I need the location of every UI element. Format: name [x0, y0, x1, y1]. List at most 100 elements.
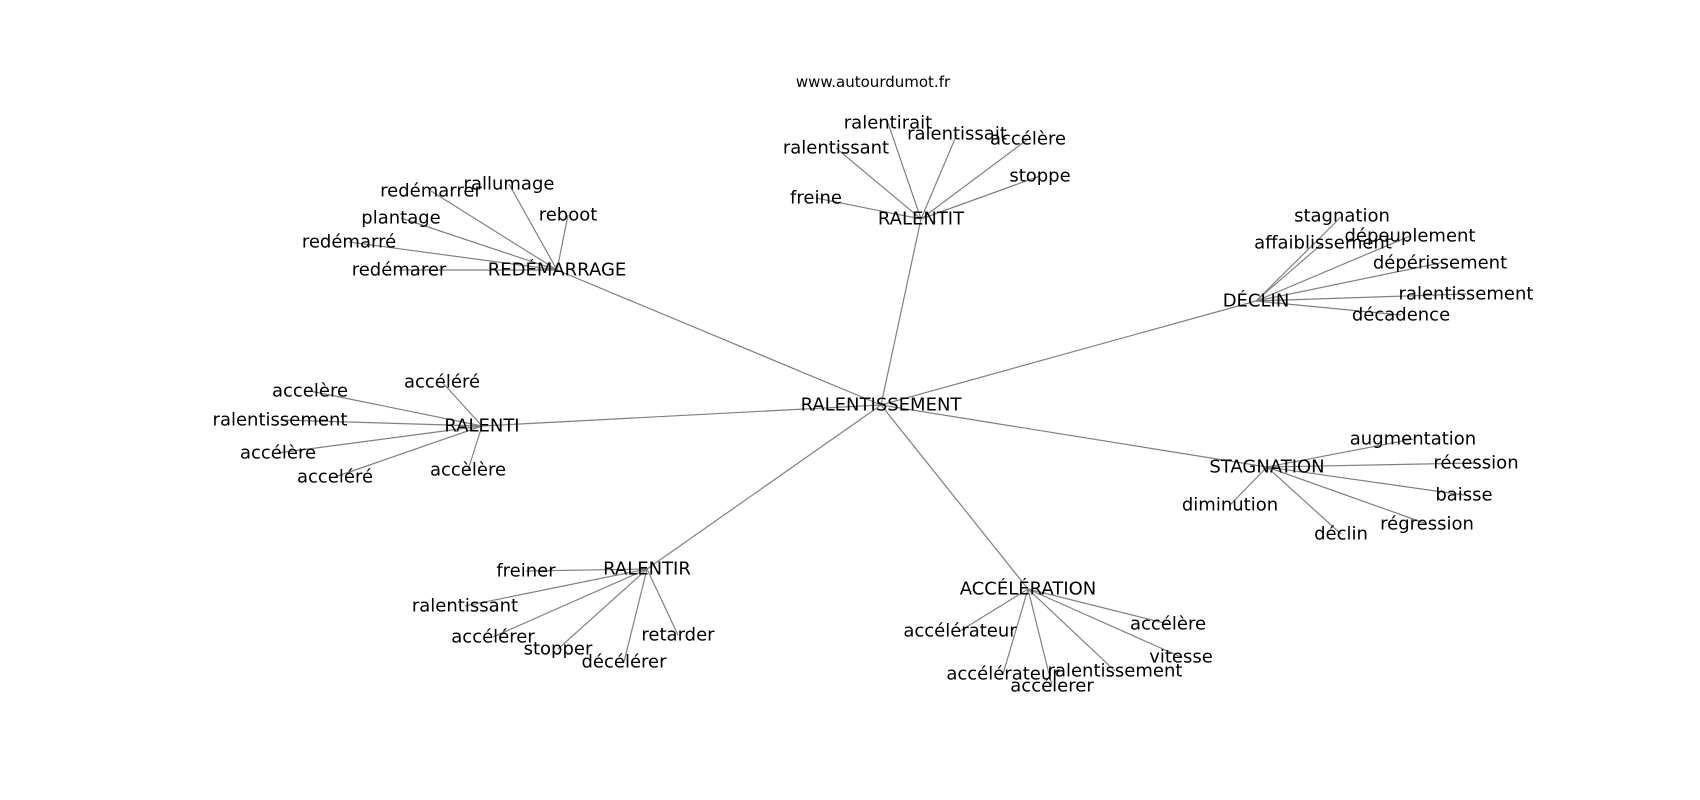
- hub-node-acceleration: ACCÉLÉRATION: [960, 578, 1097, 600]
- leaf-node-ralentissement-2: ralentissement: [213, 410, 348, 431]
- leaf-node-declin-5: déclin: [1314, 524, 1368, 545]
- leaf-node-rallumage-0: rallumage: [464, 174, 555, 195]
- edge-stagnation-declin-5: [1266, 466, 1342, 535]
- leaf-node-ralentissant-1: ralentissant: [412, 596, 518, 617]
- leaf-node-accelerer-5: accélerer: [1010, 676, 1094, 697]
- hub-node-ralentit: RALENTIT: [878, 209, 965, 230]
- edge-center-ralenti: [481, 404, 882, 427]
- edge-ralentir-freiner-0: [525, 568, 648, 572]
- edge-ralentir-decelerer-4: [623, 568, 648, 663]
- leaf-node-freine-4: freine: [790, 188, 842, 209]
- leaf-node-diminution-3: diminution: [1182, 495, 1278, 516]
- edge-center-ralentit: [880, 218, 922, 406]
- leaf-node-freiner-0: freiner: [496, 561, 556, 582]
- leaf-node-stopper-3: stopper: [524, 639, 593, 660]
- leaf-node-depeuplement-2: dépeuplement: [1345, 226, 1476, 247]
- site-url: www.autourdumot.fr: [796, 73, 951, 91]
- edge-declin-ralentissement-4: [1255, 293, 1467, 302]
- edge-acceleration-vitesse-2: [1027, 588, 1182, 658]
- edge-acceleration-accelerateur-3: [1002, 588, 1029, 675]
- leaf-node-accelere-1: accelère: [272, 381, 348, 402]
- edge-redemarrage-plantage-3: [400, 217, 558, 271]
- edge-ralentit-ralentissait-2: [920, 133, 958, 220]
- leaf-node-decelerer-4: décélérer: [581, 652, 667, 673]
- leaf-node-vitesse-2: vitesse: [1149, 647, 1213, 668]
- leaf-node-deperissement-3: dépérissement: [1373, 253, 1507, 274]
- center-node-label: RALENTISSEMENT: [801, 395, 963, 416]
- leaf-node-accelere-3: accélère: [990, 129, 1066, 150]
- labels-group: RALENTISSEMENTRALENTITralentiraitralenti…: [213, 113, 1534, 697]
- edge-declin-affaiblissement-1: [1255, 242, 1324, 302]
- edge-stagnation-augmentation-0: [1266, 438, 1414, 468]
- hub-node-ralenti: RALENTI: [444, 416, 519, 437]
- edge-ralentit-stoppe-5: [920, 175, 1041, 220]
- leaf-node-accelere-5: accèlère: [430, 460, 506, 481]
- leaf-node-accelere-3: accélère: [240, 443, 316, 464]
- edge-declin-decadence-5: [1255, 300, 1402, 316]
- edge-ralentit-freine-4: [815, 197, 922, 220]
- hub-node-declin: DÉCLIN: [1223, 290, 1290, 312]
- leaf-node-retarder-5: retarder: [641, 625, 715, 646]
- leaf-node-ralentissement-4: ralentissement: [1048, 661, 1183, 682]
- leaf-node-ralentirait-0: ralentirait: [844, 113, 932, 134]
- leaf-node-decadence-5: décadence: [1352, 305, 1450, 326]
- edge-center-acceleration: [880, 404, 1029, 590]
- leaf-node-stagnation-0: stagnation: [1294, 206, 1390, 227]
- leaf-node-ralentissait-2: ralentissait: [907, 124, 1007, 145]
- leaf-node-accelerateur-0: accélérateur: [903, 621, 1017, 642]
- edge-acceleration-accelerateur-0: [959, 588, 1029, 632]
- edges-group: [277, 122, 1477, 687]
- leaf-node-augmentation-0: augmentation: [1350, 429, 1476, 450]
- leaf-node-recession-1: récession: [1433, 453, 1518, 474]
- edge-acceleration-ralentissement-4: [1027, 588, 1116, 672]
- edge-ralentit-ralentissant-1: [835, 147, 922, 220]
- edge-ralenti-ralentissement-2: [279, 419, 483, 427]
- edge-redemarrage-redemarrer-1: [430, 190, 558, 271]
- leaf-node-ralentissement-4: ralentissement: [1399, 284, 1534, 305]
- leaf-node-redemarer-5: redémarer: [352, 260, 447, 281]
- leaf-node-accelere-1: accélère: [1130, 614, 1206, 635]
- edge-stagnation-regression-4: [1266, 466, 1428, 525]
- edge-declin-depeuplement-2: [1255, 235, 1411, 302]
- edge-ralenti-accelere-5: [467, 425, 483, 471]
- leaf-node-reboot-2: reboot: [539, 205, 598, 226]
- edge-center-redemarrage: [556, 269, 882, 406]
- edge-ralentir-retarder-5: [646, 568, 679, 636]
- edge-acceleration-accelerer-5: [1027, 588, 1053, 687]
- edge-ralentir-stopper-3: [557, 568, 648, 650]
- leaf-node-baisse-2: baisse: [1435, 485, 1492, 506]
- leaf-node-accelere-0: accéléré: [404, 372, 480, 393]
- edge-ralentit-accelere-3: [920, 138, 1029, 220]
- edge-center-ralentir: [646, 404, 882, 570]
- leaf-node-redemarrer-1: redémarrer: [380, 181, 482, 202]
- edge-declin-stagnation-0: [1255, 215, 1343, 302]
- hub-node-stagnation: STAGNATION: [1209, 457, 1324, 478]
- edge-ralentit-ralentirait-0: [887, 122, 922, 220]
- edge-ralenti-accelere-1: [309, 390, 483, 427]
- edge-acceleration-accelere-1: [1027, 588, 1169, 625]
- leaf-node-redemarre-4: redémarré: [302, 232, 396, 253]
- leaf-node-accelerateur-3: accélérateur: [946, 664, 1060, 685]
- edge-stagnation-recession-1: [1266, 462, 1477, 468]
- edge-declin-deperissement-3: [1255, 262, 1441, 302]
- edge-ralenti-accelere-4: [334, 425, 483, 478]
- leaf-node-regression-4: régression: [1380, 514, 1474, 535]
- edge-ralenti-accelere-3: [277, 425, 483, 454]
- edge-ralentir-ralentissant-1: [464, 568, 648, 607]
- leaf-node-stoppe-5: stoppe: [1009, 166, 1070, 187]
- edge-stagnation-diminution-3: [1229, 466, 1268, 506]
- edge-redemarrage-reboot-2: [556, 214, 569, 271]
- edge-stagnation-baisse-2: [1266, 466, 1465, 496]
- hub-node-ralentir: RALENTIR: [603, 559, 691, 580]
- leaf-node-plantage-3: plantage: [361, 208, 440, 229]
- edge-ralentir-accelerer-2: [492, 568, 648, 638]
- edge-redemarrage-rallumage-0: [508, 183, 558, 271]
- leaf-node-accelere-4: acceléré: [297, 467, 373, 488]
- hub-node-redemarrage: REDÉMARRAGE: [488, 259, 627, 281]
- edge-center-stagnation: [880, 404, 1268, 468]
- leaf-node-ralentissant-1: ralentissant: [783, 138, 889, 159]
- edge-ralenti-accelere-0: [441, 381, 483, 427]
- edge-center-declin: [880, 300, 1257, 406]
